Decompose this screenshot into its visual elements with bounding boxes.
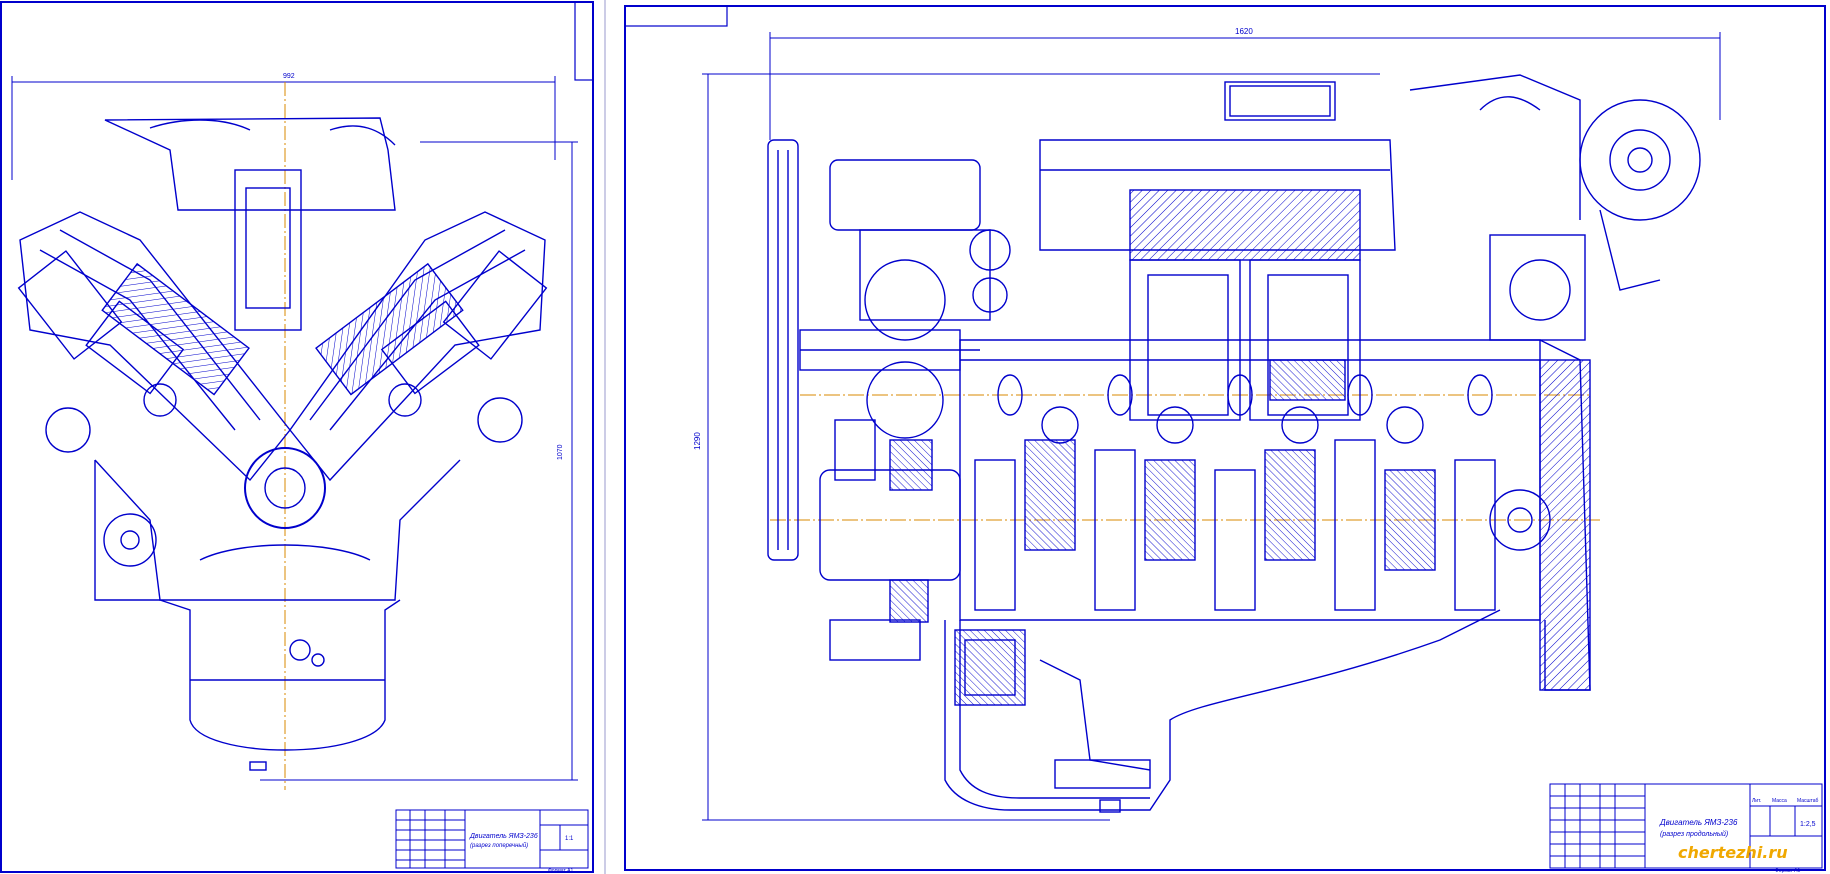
left-sheet-code: 1:1 [565,836,574,842]
fan-blade [767,139,799,561]
left-sheet-border [0,1,594,873]
left-sheet: 992 1070 [0,1,594,874]
right-dim-side-label: 1290 [693,432,702,450]
left-dim-top-label: 992 [283,73,295,80]
stamp-col-lit: Лит. [1752,798,1761,804]
left-title-block [395,809,589,869]
left-dim-side-label: 1070 [557,444,564,460]
right-title-line1: Двигатель ЯМЗ-236 [1659,818,1738,827]
right-sheet: 1620 1290 [624,5,1826,874]
right-format-label: Формат А1 [1775,868,1800,874]
left-format-label: Формат А1 [548,868,573,874]
left-sheet-corner-box [574,1,594,81]
engine-longitudinal-section [767,74,1701,813]
right-sheet-corner-box [624,5,728,27]
right-dim-top-label: 1620 [1235,27,1253,36]
left-dimension-top [11,76,556,180]
left-title-line1: Двигатель ЯМЗ-236 [469,833,538,840]
right-sheet-border [624,5,1826,871]
left-dimension-side [260,141,578,781]
left-title-line2: (разрез поперечный) [470,842,528,849]
engine-cross-section [17,117,548,771]
right-title-line2: (разрез продольный) [1660,830,1728,838]
right-title-block [1549,783,1823,869]
watermark-logo: chertezhi.ru [1678,843,1788,862]
right-dimension-side [702,73,1380,821]
stamp-col-mass: Масса [1772,798,1787,804]
right-dimension-top [769,32,1721,140]
stamp-col-scale: Масштаб [1797,798,1819,804]
right-scale-label: 1:2,5 [1800,821,1816,828]
